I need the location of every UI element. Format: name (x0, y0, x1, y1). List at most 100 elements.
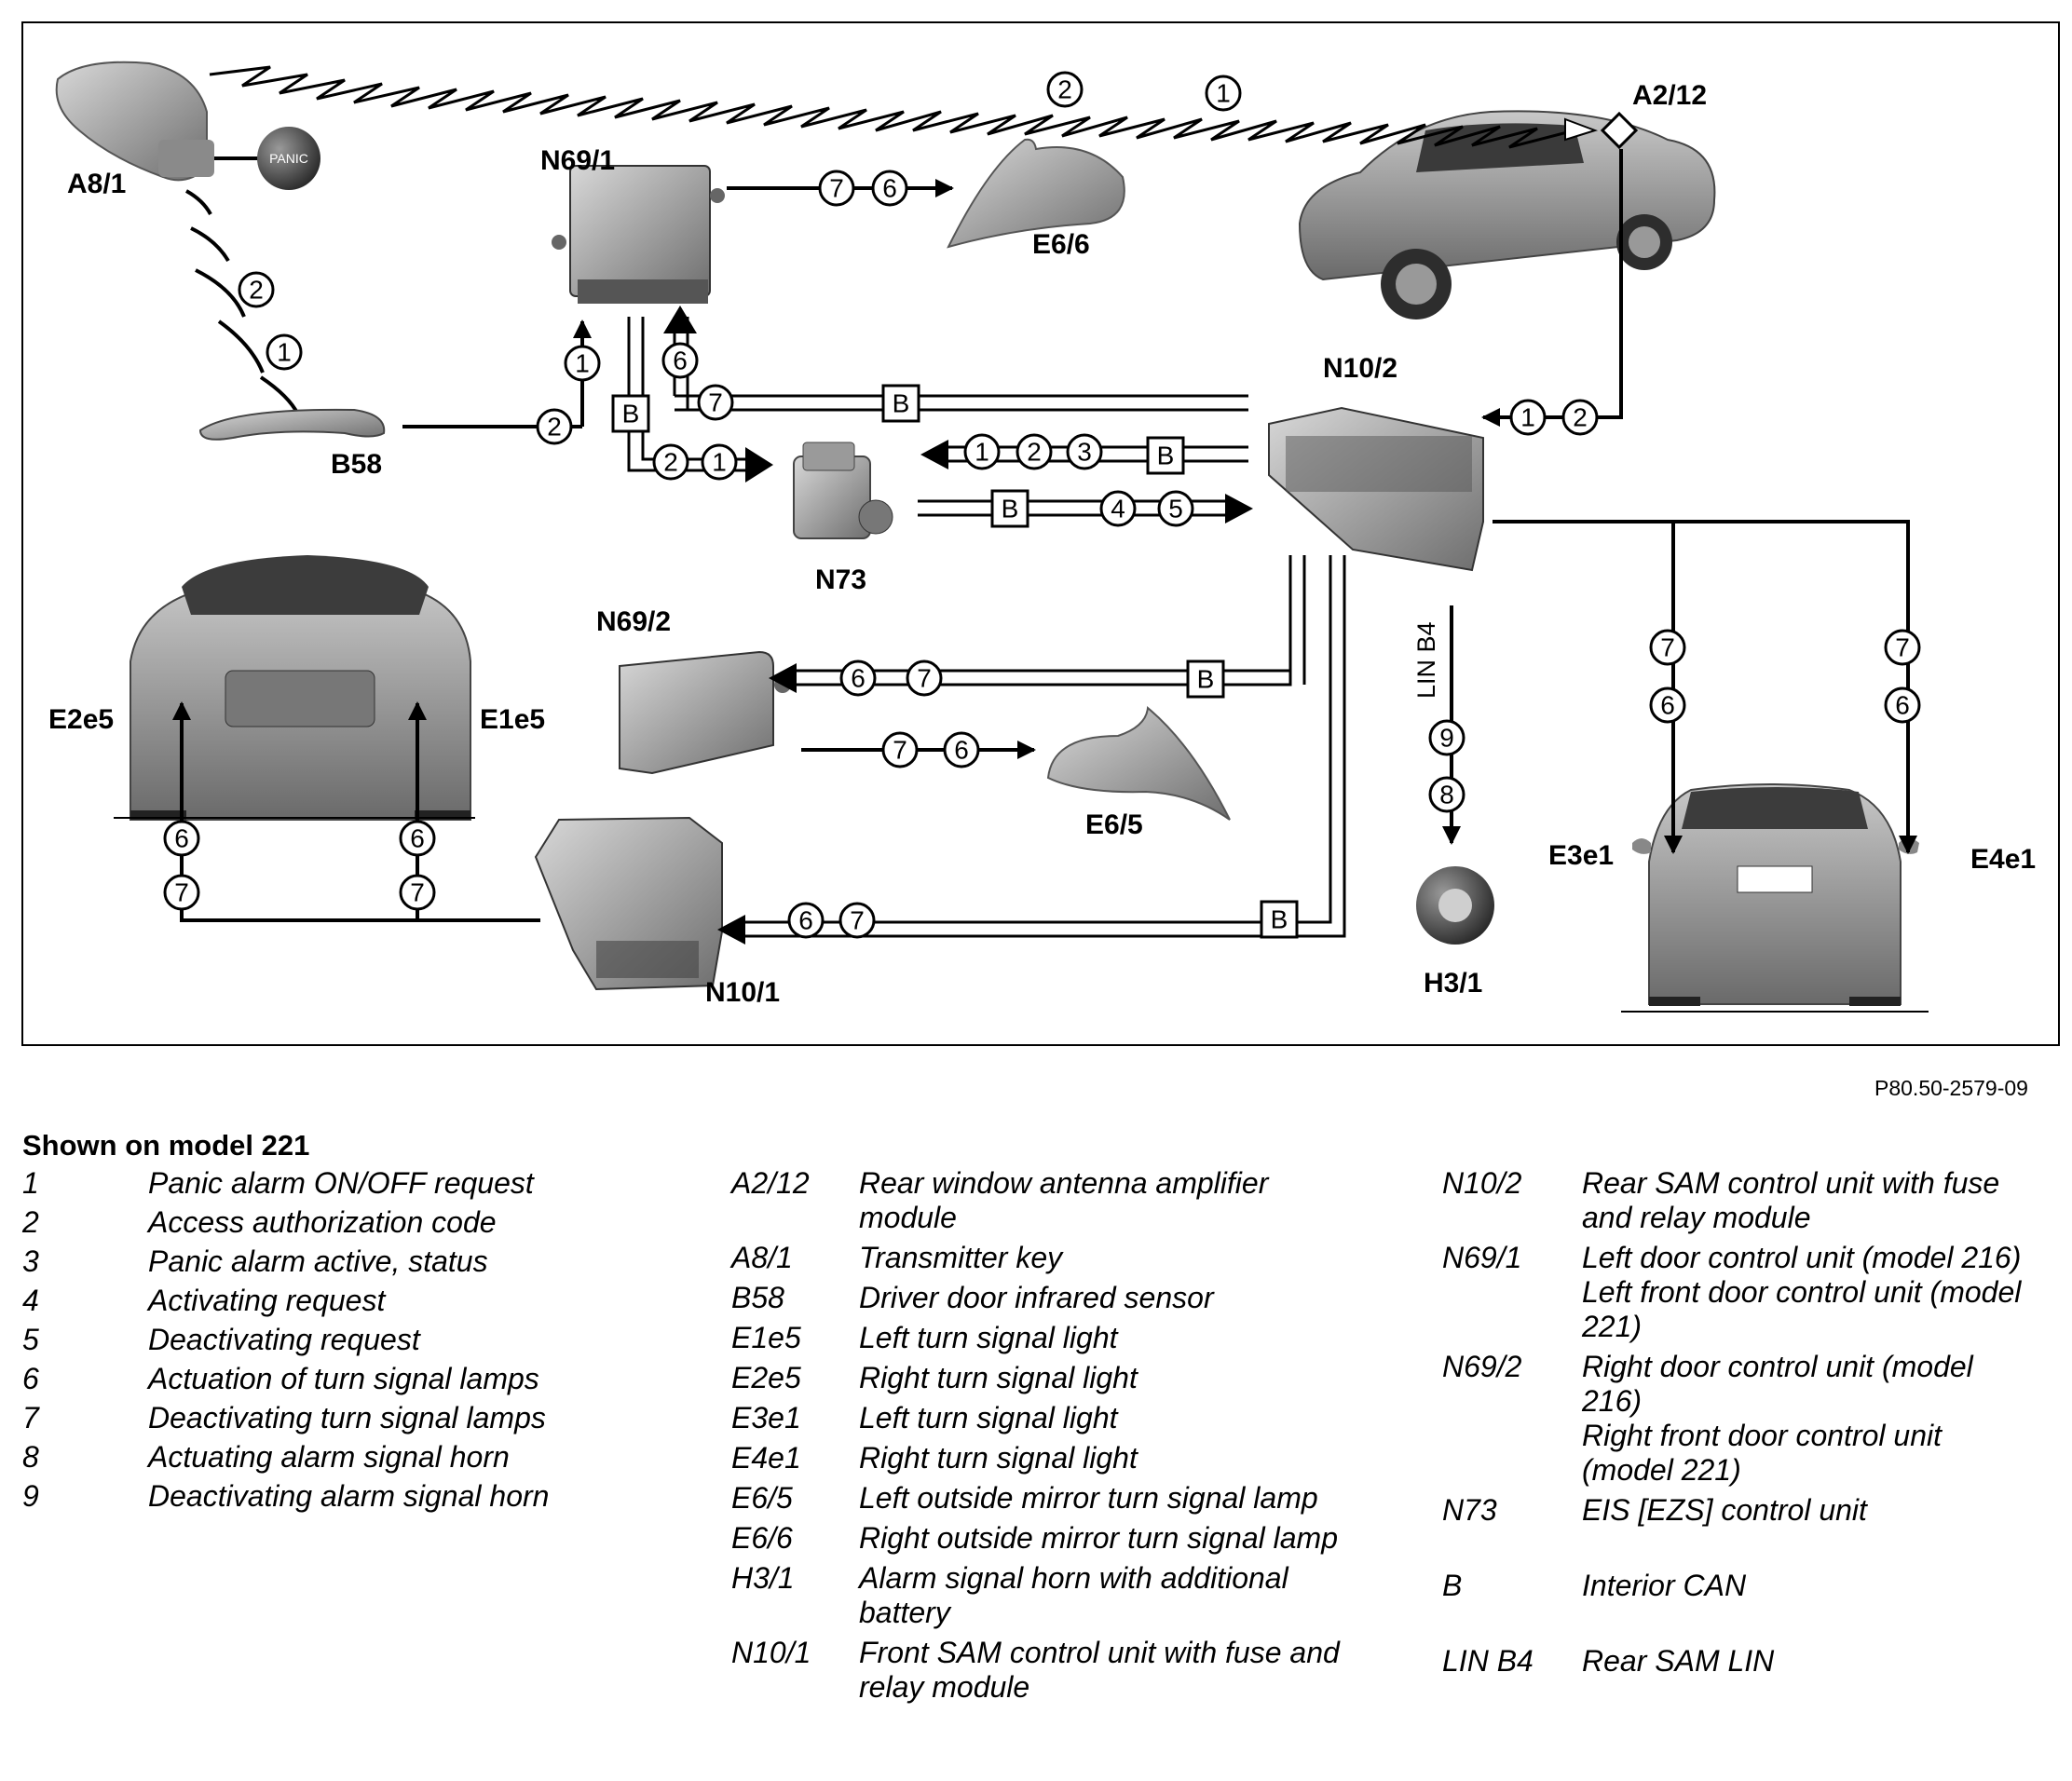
right-door-control-unit-icon (619, 650, 791, 775)
legend-code: B (1442, 1569, 1463, 1602)
bus-label-boxes (611, 384, 1299, 939)
legend-code: B58 (731, 1281, 784, 1314)
legend-code: A2/12 (731, 1166, 810, 1200)
label-e4e1: E4e1 (1970, 844, 2036, 875)
label-e2e5: E2e5 (48, 704, 114, 735)
signal-number: 1 (712, 448, 727, 477)
legend-desc: Front SAM control unit with fuse and rel… (859, 1636, 1340, 1704)
legend-desc: Actuating alarm signal horn (148, 1440, 510, 1474)
signal-number-circles (163, 71, 1921, 939)
legend-code: A8/1 (731, 1241, 793, 1274)
diagram-frame (21, 21, 2060, 1046)
legend-desc: Actuation of turn signal lamps (148, 1362, 539, 1395)
legend-components-b: N10/2 Rear SAM control unit with fuse and… (1442, 1166, 2038, 1679)
label-n69-1: N69/1 (540, 145, 615, 176)
legend-code: E3e1 (731, 1401, 801, 1434)
label-e1e5: E1e5 (480, 704, 545, 735)
legend-desc: Rear SAM LIN (1582, 1644, 1775, 1678)
signal-number: 6 (1895, 691, 1910, 720)
legend-row: N10/1 Front SAM control unit with fuse an… (731, 1636, 1346, 1705)
bus-label: B (1002, 495, 1019, 523)
signal-number-labels: 2 1 2 1 7 6 1 2 6 7 2 1 1 2 3 4 5 1 2 6 … (174, 75, 1910, 935)
signal-number: 1 (575, 349, 590, 378)
signal-number: 6 (851, 664, 866, 693)
infrared-arcs (185, 189, 300, 415)
label-e6-5: E6/5 (1085, 809, 1143, 840)
antenna-receive-arrow (1564, 117, 1599, 142)
signal-number: 7 (829, 174, 844, 203)
wireless-link-zigzag (209, 65, 1575, 149)
legend-desc: Panic alarm active, status (148, 1244, 488, 1278)
signal-number: 5 (1168, 495, 1183, 523)
bus-label: B (622, 400, 640, 428)
legend-row: B58 Driver door infrared sensor (731, 1281, 1346, 1315)
legend-code: 6 (22, 1362, 39, 1395)
signal-number: 7 (850, 906, 865, 935)
left-mirror-icon (1046, 706, 1231, 821)
signal-number: 2 (1573, 403, 1588, 432)
legend-desc: Rear SAM control unit with fuse and rela… (1582, 1166, 2000, 1234)
signal-number: 2 (547, 413, 562, 442)
signal-number: 1 (1520, 403, 1535, 432)
signal-number: 6 (673, 347, 688, 375)
can-bus-lines (627, 317, 1346, 938)
legend-desc: Left door control unit (model 216) (1582, 1241, 2022, 1274)
legend-row: 6 Actuation of turn signal lamps (22, 1362, 619, 1396)
legend-desc: Right turn signal light (859, 1361, 1138, 1394)
signal-number: 7 (708, 388, 723, 417)
signal-number: 6 (954, 736, 969, 765)
front-car-view-icon (114, 555, 475, 821)
signal-number: 6 (1660, 691, 1675, 720)
ezs-control-unit-icon (793, 442, 893, 539)
front-sam-control-unit-icon (534, 816, 723, 991)
alarm-horn-icon (1416, 866, 1494, 945)
rear-car-side-view-icon (1298, 110, 1716, 319)
legend-desc: Left turn signal light (859, 1321, 1118, 1354)
legend-desc: Deactivating request (148, 1323, 420, 1356)
legend-desc: Access authorization code (148, 1205, 497, 1239)
legend-desc: Driver door infrared sensor (859, 1281, 1214, 1314)
signal-number: 4 (1111, 495, 1125, 523)
legend-code: N73 (1442, 1493, 1497, 1527)
legend-code: 5 (22, 1323, 39, 1356)
signal-number: 7 (917, 664, 932, 693)
figure-reference: P80.50-2579-09 (1874, 1076, 2028, 1100)
rear-sam-control-unit-icon (1268, 406, 1484, 572)
legend-desc: Right outside mirror turn signal lamp (859, 1521, 1338, 1555)
signal-number: 6 (798, 906, 813, 935)
signal-number: 1 (1216, 79, 1231, 108)
legend-desc: Panic alarm ON/OFF request (148, 1166, 534, 1200)
label-b58: B58 (331, 449, 382, 480)
signal-number: 1 (975, 438, 989, 467)
legend-extra: Right front door control unit (model 221… (1582, 1419, 1942, 1487)
legend-code: N10/1 (731, 1636, 811, 1669)
label-lin-b4: LIN B4 (1412, 621, 1440, 699)
antenna-amplifier-icon (1600, 111, 1639, 150)
legend-code: N10/2 (1442, 1166, 1522, 1200)
signal-number: 1 (277, 338, 292, 367)
label-n73: N73 (815, 564, 866, 595)
legend-code: E6/5 (731, 1481, 793, 1515)
legend-desc: EIS [EZS] control unit (1582, 1493, 1867, 1527)
right-mirror-icon (947, 138, 1125, 249)
signal-number: 9 (1439, 724, 1454, 753)
panic-button-label: PANIC (269, 151, 308, 166)
legend-desc: Right turn signal light (859, 1441, 1138, 1475)
legend-row: N73 EIS [EZS] control unit (1442, 1493, 2038, 1528)
bus-arrowheads (663, 306, 1253, 945)
legend-code: 4 (22, 1284, 39, 1317)
label-e6-6: E6/6 (1032, 229, 1090, 260)
signal-number: 6 (174, 824, 189, 853)
signal-number: 7 (893, 736, 907, 765)
legend-code: N69/1 (1442, 1241, 1522, 1274)
label-a2-12: A2/12 (1632, 80, 1707, 111)
bus-label: B (893, 389, 910, 418)
